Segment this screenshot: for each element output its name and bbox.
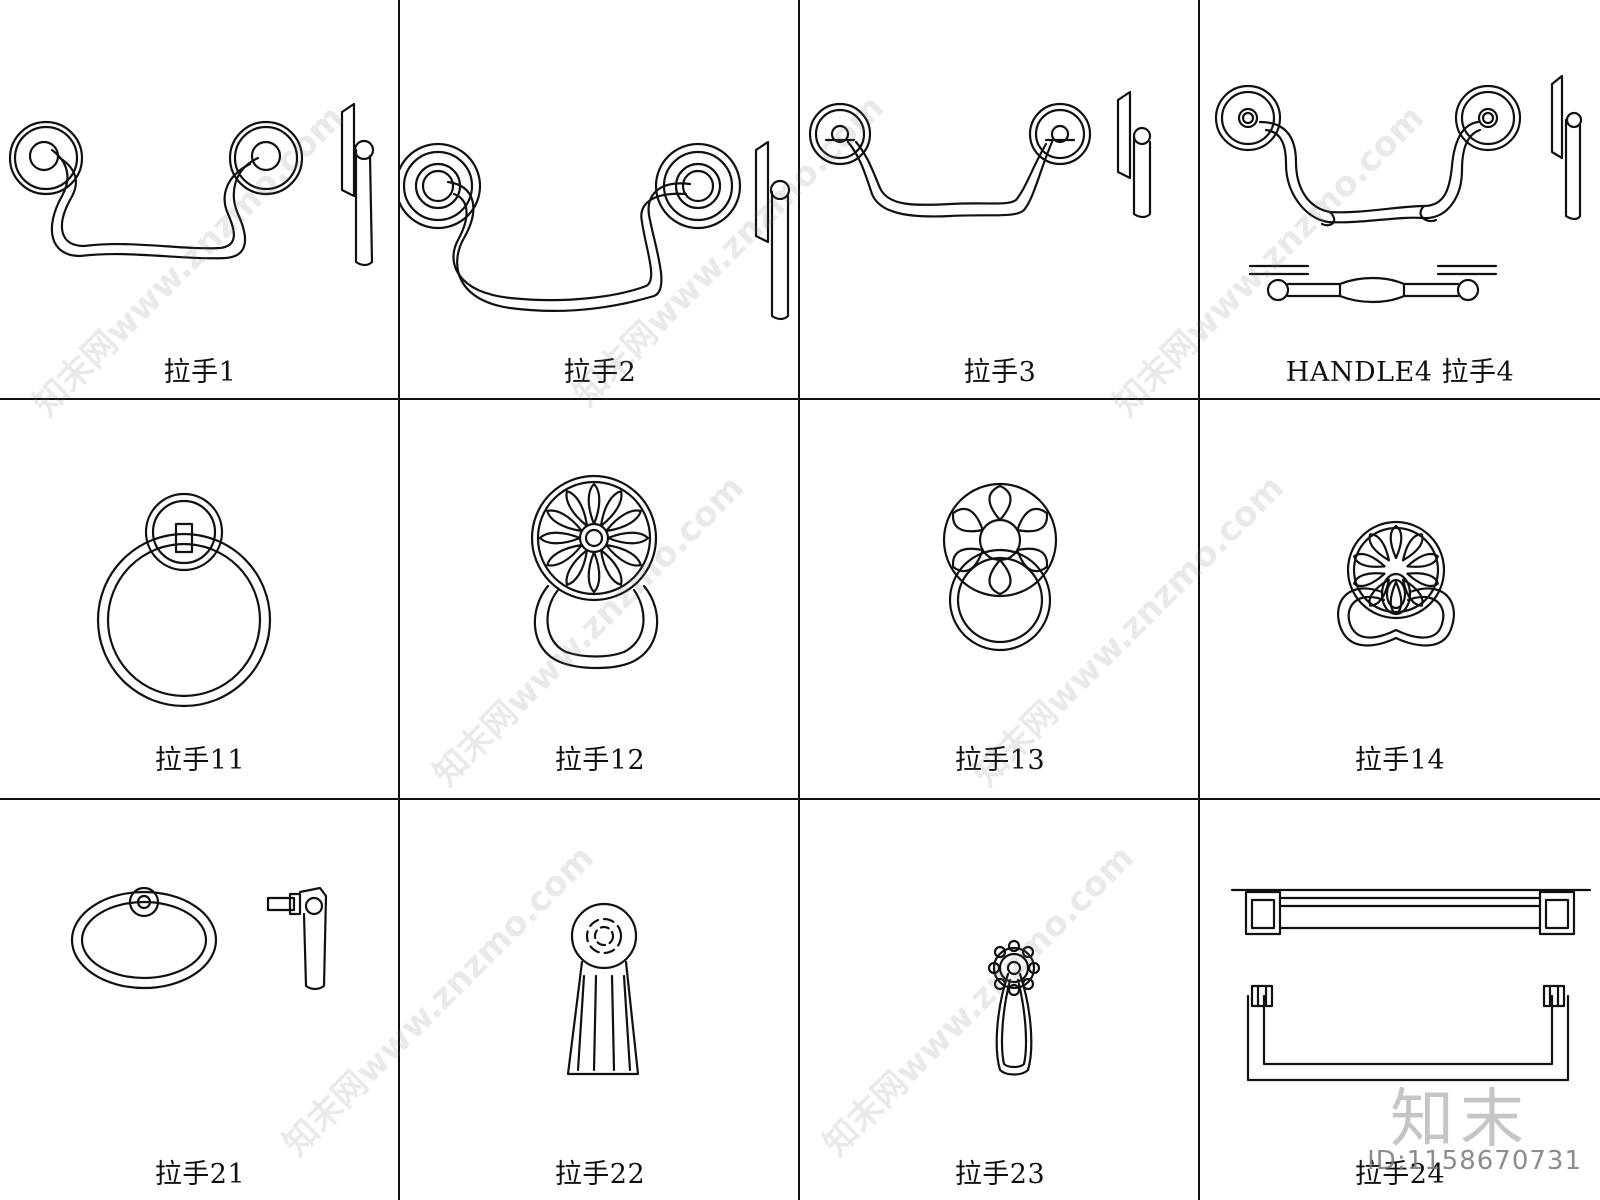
label-handle-4: HANDLE4 拉手4 [1285,357,1515,388]
handle-3-drawing [808,90,1152,219]
cell-handle-11: 拉手11 [0,400,400,800]
handle-21-drawing [70,886,328,991]
label-handle-13: 拉手13 [954,745,1046,776]
label-handle-12: 拉手12 [554,745,646,776]
cell-handle-4: HANDLE4 拉手4 [1200,0,1600,400]
cell-handle-24: 拉手24 [1200,800,1600,1200]
label-handle-2: 拉手2 [563,357,637,388]
handle-11-drawing [96,492,272,708]
handle-24-drawing [1230,888,1592,1082]
cell-handle-23: 拉手23 [800,800,1200,1200]
cell-handle-14: 拉手14 [1200,400,1600,800]
cell-handle-21: 拉手21 [0,800,400,1200]
image-id-text: ID:1158670731 [1367,1146,1582,1176]
label-handle-23: 拉手23 [954,1159,1046,1190]
label-handle-14: 拉手14 [1354,745,1446,776]
handle-23-drawing [987,939,1041,1076]
label-handle-24: 拉手24 [1354,1159,1446,1190]
handle-13-drawing [942,482,1058,652]
label-handle-22: 拉手22 [554,1159,646,1190]
label-handle-21: 拉手21 [154,1159,246,1190]
handle-22-drawing [566,902,640,1076]
label-handle-11: 拉手11 [154,745,246,776]
handle-1-drawing [8,102,375,267]
cell-handle-12: 拉手12 [400,400,800,800]
label-handle-3: 拉手3 [963,357,1037,388]
cell-handle-13: 拉手13 [800,400,1200,800]
label-handle-1: 拉手1 [163,357,237,388]
brand-watermark: 知末 [1390,1083,1530,1157]
cell-handle-22: 拉手22 [400,800,800,1200]
handle-2-drawing [400,140,791,321]
cell-handle-3: 拉手3 [800,0,1200,400]
handle-12-drawing [530,474,659,670]
cell-handle-1: 拉手1 [0,0,400,400]
handle-14-drawing [1337,520,1455,647]
cell-handle-2: 拉手2 [400,0,800,400]
handle-4-drawing [1214,74,1583,304]
